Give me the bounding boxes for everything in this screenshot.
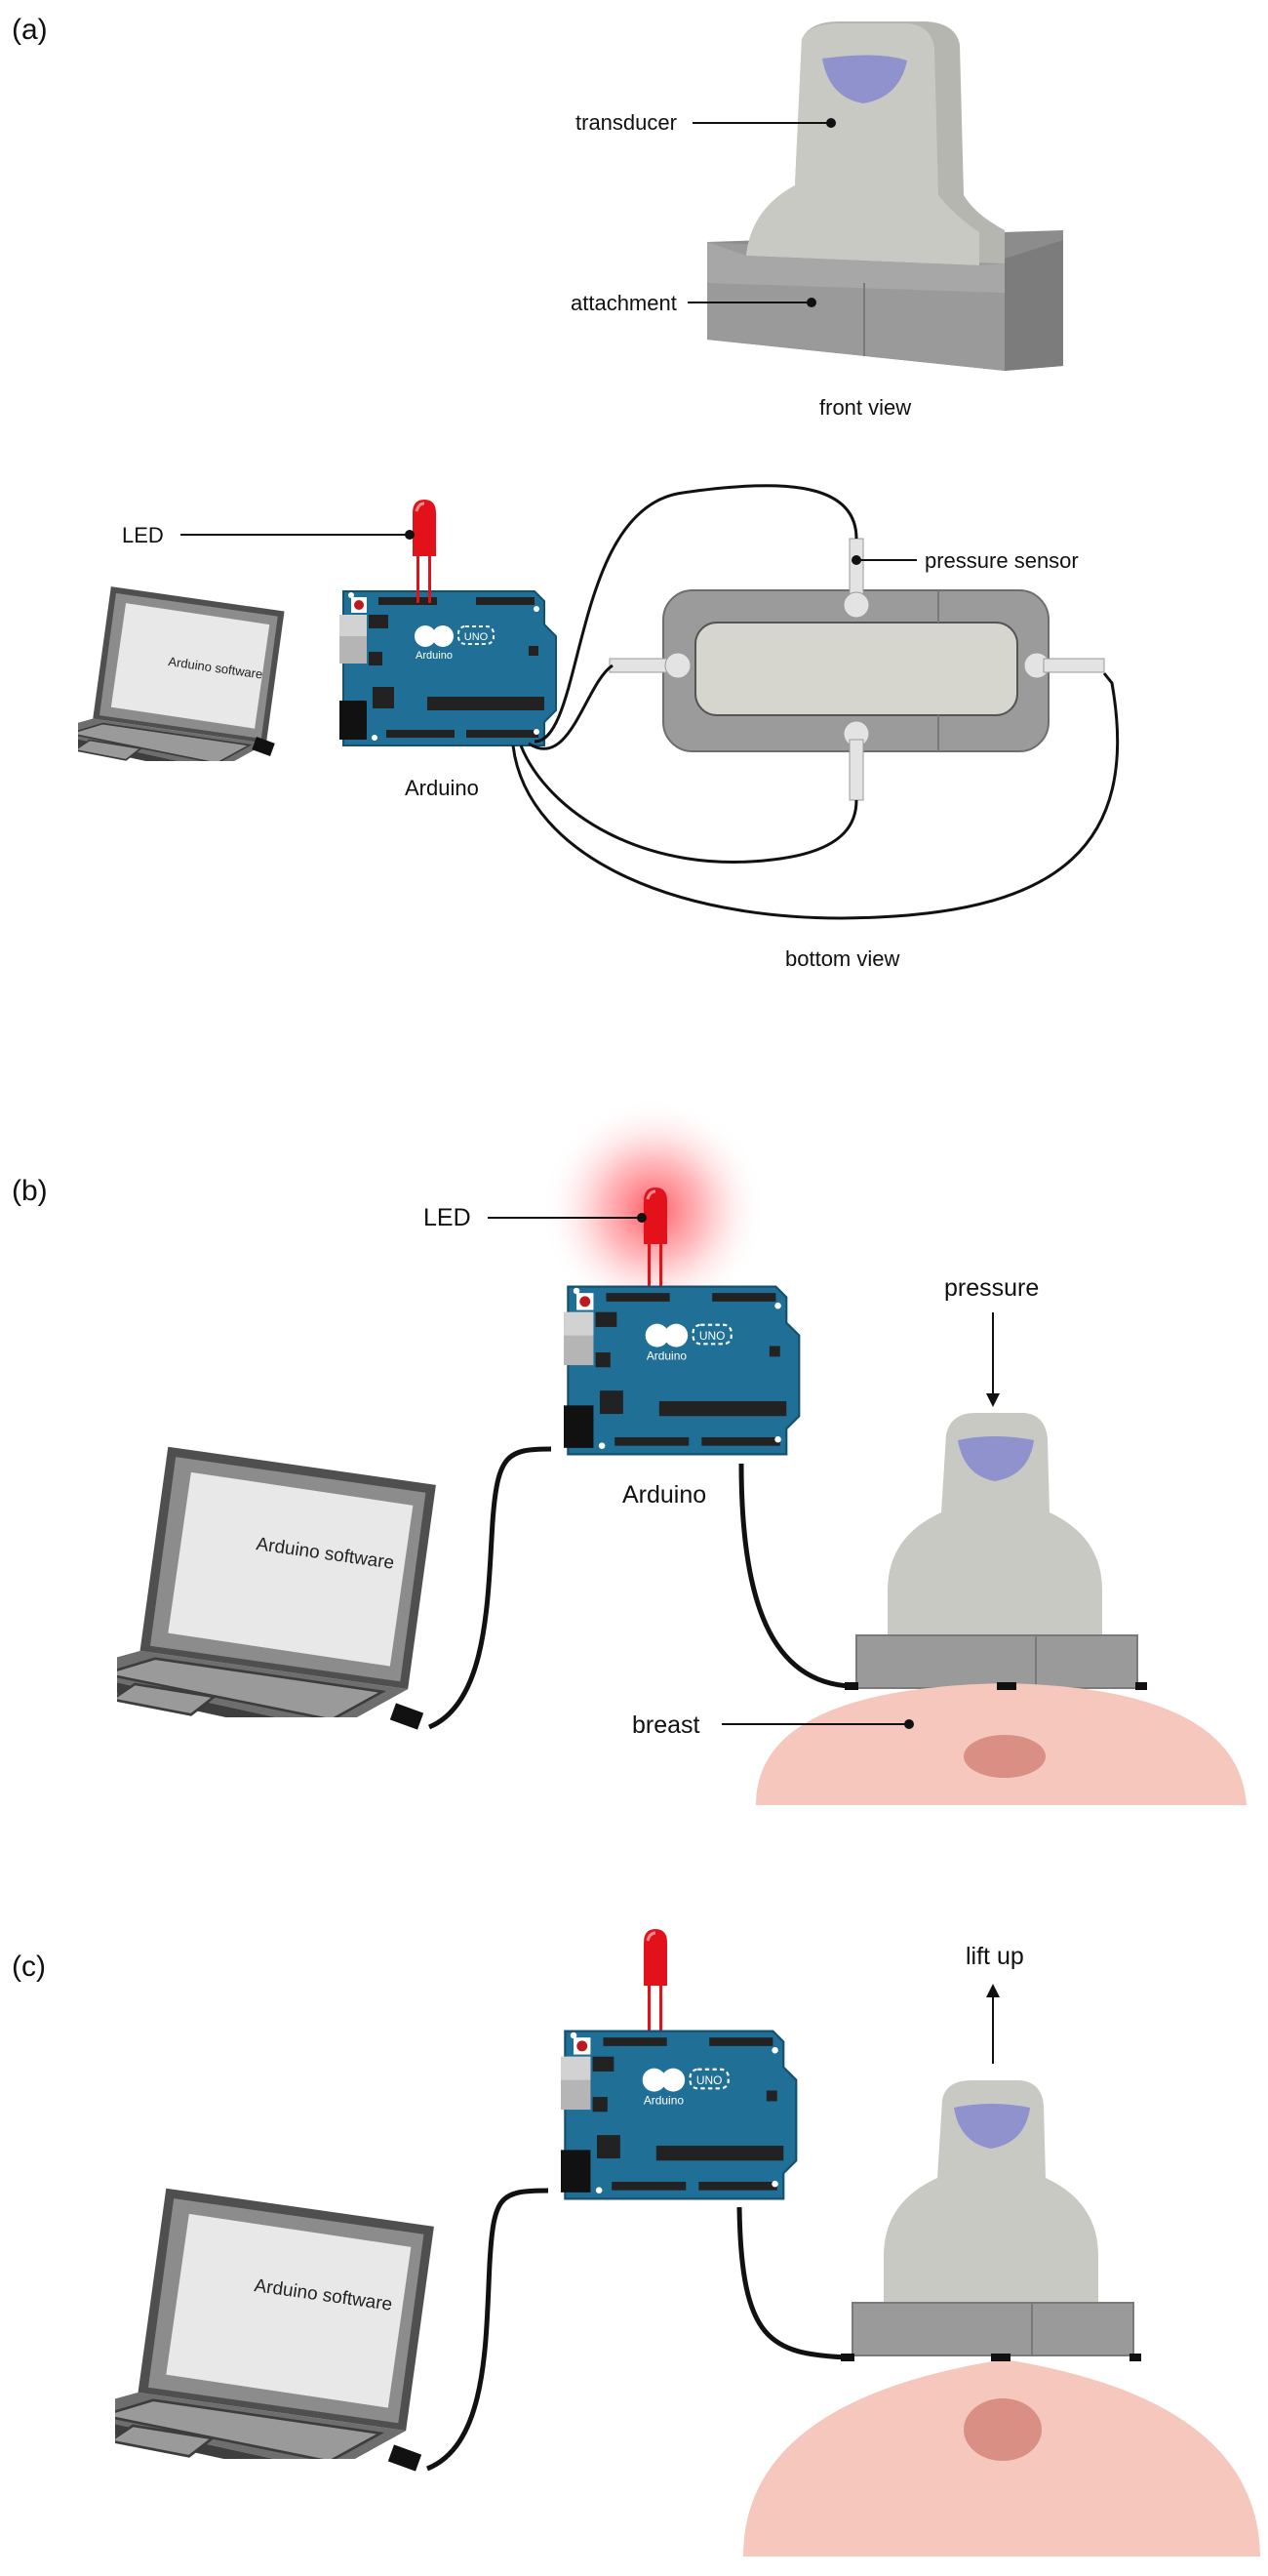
pressure-sensor-left bbox=[609, 652, 692, 679]
arduino-board-c bbox=[561, 2030, 798, 2200]
laptop-c: Arduino software bbox=[115, 2187, 436, 2459]
usb-plug-laptop-b bbox=[389, 1703, 424, 1730]
panel-b-tag: (b) bbox=[12, 1175, 48, 1207]
wires-a bbox=[511, 484, 1120, 920]
attachment-leader-dot bbox=[807, 298, 816, 307]
pressure-sensor-label: pressure sensor bbox=[925, 548, 1079, 573]
led-label-b: LED bbox=[423, 1204, 471, 1231]
breast-b bbox=[756, 1683, 1247, 1805]
breast-leader-dot bbox=[904, 1719, 914, 1729]
laptop-a: Arduino software bbox=[78, 585, 286, 761]
pressure-sensor-top bbox=[843, 538, 870, 619]
breast-label: breast bbox=[632, 1711, 700, 1739]
led-a bbox=[411, 498, 438, 605]
laptop-b: Arduino software bbox=[117, 1445, 438, 1717]
bottom-view-label: bottom view bbox=[785, 946, 899, 971]
led-c bbox=[642, 1927, 669, 2034]
arduino-label-b: Arduino bbox=[622, 1481, 706, 1509]
transducer-leader-dot bbox=[826, 118, 836, 128]
transducer-front-view bbox=[707, 21, 1063, 371]
wires-b bbox=[428, 1446, 852, 1730]
attachment-label: attachment bbox=[571, 291, 677, 315]
led-leader-a-dot bbox=[405, 530, 415, 540]
panel-a-tag: (a) bbox=[12, 14, 48, 46]
pressure-sensor-right bbox=[1023, 652, 1105, 679]
wires-c bbox=[426, 2188, 848, 2472]
lift-up-label: lift up bbox=[966, 1943, 1024, 1970]
led-leader-b-dot bbox=[637, 1213, 647, 1223]
pressure-label: pressure bbox=[944, 1274, 1039, 1302]
transducer-c bbox=[852, 2080, 1134, 2356]
breast-c bbox=[743, 2359, 1260, 2556]
front-view-label: front view bbox=[819, 395, 911, 420]
transducer-label: transducer bbox=[575, 110, 677, 135]
pressure-sensor-bottom bbox=[843, 720, 870, 801]
arduino-label-a: Arduino bbox=[405, 776, 479, 800]
transducer-b bbox=[855, 1413, 1138, 1689]
pressure-sensor-leader-dot bbox=[852, 555, 861, 565]
arduino-board-a bbox=[339, 590, 557, 746]
usb-plug-laptop-c bbox=[387, 2444, 422, 2472]
arduino-board-b bbox=[564, 1285, 801, 1456]
panel-c-tag: (c) bbox=[12, 1951, 46, 1983]
led-label-a: LED bbox=[122, 523, 164, 547]
